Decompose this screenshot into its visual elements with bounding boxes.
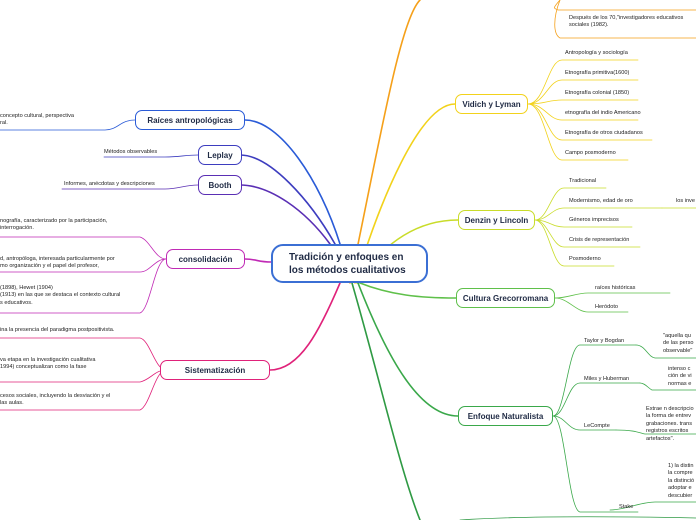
- naturalista-note-taylor: "aquella qu de las perso observable": [663, 333, 694, 354]
- note-sistematizacion-3: cesos sociales, incluyendo la desviación…: [0, 393, 111, 407]
- naturalista-note-stake: 1) la distin la compre la distinció adop…: [668, 463, 695, 499]
- note-consolidacion-1: nografía, caracterizado por la participa…: [0, 218, 108, 232]
- branch-sistematizacion[interactable]: Sistematización: [160, 360, 270, 380]
- grecorromana-item: Heródoto: [595, 304, 619, 310]
- branch-enfoque-naturalista[interactable]: Enfoque Naturalista: [458, 406, 553, 426]
- branch-booth[interactable]: Booth: [198, 175, 242, 195]
- vidich-item: Campo posmoderno: [565, 150, 616, 156]
- note-booth: Informes, anécdotas y descripciones: [64, 181, 155, 187]
- denzin-item: Crisis de representación: [569, 237, 630, 243]
- naturalista-item-miles: Miles y Huberman: [584, 376, 630, 382]
- note-sistematizacion-2: va etapa en la investigación cualitativa…: [0, 357, 96, 371]
- note-raices: concepto cultural, perspectiva ral.: [0, 113, 75, 127]
- branch-cultura-grecorromana[interactable]: Cultura Grecorromana: [456, 288, 555, 308]
- denzin-item: Tradicional: [569, 178, 597, 184]
- note-sistematizacion-1: ina la presencia del paradigma postposit…: [0, 327, 115, 333]
- vidich-item: Antropología y sociología: [565, 50, 628, 56]
- naturalista-item-taylor: Taylor y Bogdan: [584, 338, 625, 344]
- central-topic-line1: Tradición y enfoques en: [289, 251, 404, 263]
- denzin-item: Géneros imprecisos: [569, 217, 619, 223]
- note-consolidacion-3: (1898), Hewet (1904) (1913) en las que s…: [0, 285, 121, 306]
- naturalista-item-lecompte: LeCompte: [584, 423, 610, 429]
- denzin-item: Posmoderno: [569, 256, 601, 262]
- naturalista-note-lecompte: Extrae n descripcio la forma de entrev g…: [646, 406, 694, 442]
- denzin-subitem: los inve: [676, 198, 695, 204]
- branch-denzin-lincoln[interactable]: Denzin y Lincoln: [458, 210, 535, 230]
- note-consolidacion-2: d, antropóloga, interesada particularmen…: [0, 256, 115, 270]
- branch-consolidacion[interactable]: consolidación: [166, 249, 245, 269]
- denzin-item: Modernismo, edad de oro: [569, 198, 633, 204]
- vidich-item: Etnografía de otros ciudadanos: [565, 130, 643, 136]
- branch-vidich-lyman[interactable]: Vidich y Lyman: [455, 94, 528, 114]
- note-leplay: Métodos observables: [104, 149, 158, 155]
- central-topic[interactable]: Tradición y enfoques en los métodos cual…: [271, 244, 428, 283]
- vidich-item: Etnografía colonial (1850): [565, 90, 630, 96]
- vidich-item: etnografía del indio Americano: [565, 110, 641, 116]
- naturalista-note-miles: intenso c ción de vi normas e: [668, 366, 692, 387]
- branch-leplay[interactable]: Leplay: [198, 145, 242, 165]
- grecorromana-item: raíces históricas: [595, 285, 636, 291]
- central-topic-line2: los métodos cualitativos: [289, 264, 406, 276]
- note-despues-70: Después de los 70,"investigadores educat…: [569, 15, 684, 29]
- vidich-item: Etnografía primitiva(1600): [565, 70, 630, 76]
- naturalista-item-stake: Stake: [619, 504, 634, 510]
- branch-raices-antropologicas[interactable]: Raíces antropológicas: [135, 110, 245, 130]
